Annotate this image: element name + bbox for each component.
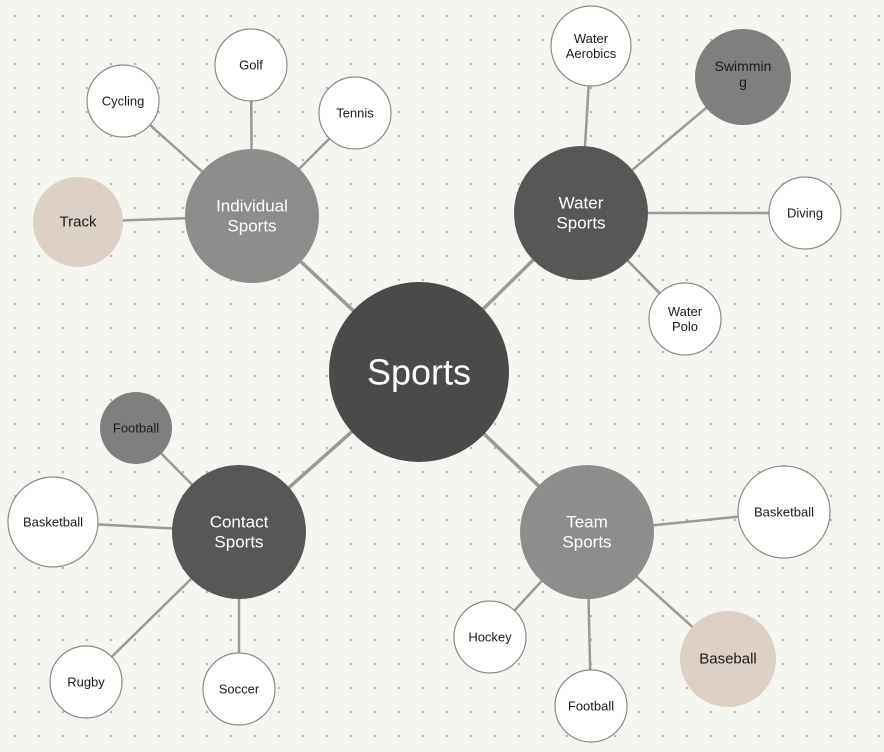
- leaf-node-contact-1-label: Football: [113, 421, 159, 436]
- leaf-node-team-3-label: Football: [568, 699, 614, 714]
- leaf-node-team-4-label: Baseball: [699, 651, 757, 668]
- category-node-individual-label: Individual: [216, 197, 288, 216]
- leaf-node-individual-4-label: Track: [60, 214, 97, 231]
- leaf-node-water-3-label: Diving: [787, 206, 823, 221]
- leaf-node-individual-2-label: Cycling: [102, 94, 145, 109]
- leaf-node-individual-1[interactable]: Golf: [214, 28, 288, 102]
- leaf-node-team-3-circle: [554, 669, 628, 743]
- category-node-contact-circle: [172, 465, 306, 599]
- leaf-node-water-3-circle: [768, 176, 842, 250]
- category-node-team-label: Team: [566, 513, 608, 532]
- leaf-node-contact-3[interactable]: Rugby: [49, 645, 123, 719]
- leaf-node-team-2-label: Hockey: [468, 630, 512, 645]
- leaf-node-individual-3-circle: [318, 76, 392, 150]
- leaf-node-water-1-circle: [550, 5, 632, 87]
- category-node-team-label: Sports: [562, 532, 611, 551]
- leaf-node-individual-2[interactable]: Cycling: [86, 64, 160, 138]
- leaf-node-team-1-label: Basketball: [754, 505, 814, 520]
- leaf-node-team-2-circle: [453, 600, 527, 674]
- leaf-node-contact-3-circle: [49, 645, 123, 719]
- leaf-node-contact-2[interactable]: Basketball: [7, 476, 99, 568]
- category-node-team-circle: [520, 465, 654, 599]
- leaf-node-team-4-circle: [680, 611, 776, 707]
- category-node-individual-circle: [185, 149, 319, 283]
- leaf-node-contact-4[interactable]: Soccer: [202, 652, 276, 726]
- leaf-node-individual-1-circle: [214, 28, 288, 102]
- category-node-contact-label: Contact: [210, 513, 269, 532]
- leaf-node-contact-3-label: Rugby: [67, 675, 105, 690]
- leaf-node-water-2-label: Swimmin: [715, 58, 772, 74]
- center-node-sports-label: Sports: [367, 352, 471, 393]
- category-node-contact-label: Sports: [214, 532, 263, 551]
- leaf-node-contact-2-label: Basketball: [23, 515, 83, 530]
- leaf-node-contact-4-label: Soccer: [219, 682, 260, 697]
- leaf-node-water-1-label: Aerobics: [566, 46, 617, 61]
- leaf-node-individual-2-circle: [86, 64, 160, 138]
- category-node-water-label: Sports: [556, 213, 605, 232]
- leaf-node-water-4-label: Water: [668, 304, 703, 319]
- leaf-node-contact-4-circle: [202, 652, 276, 726]
- leaf-node-individual-3[interactable]: Tennis: [318, 76, 392, 150]
- leaf-node-individual-4-circle: [33, 177, 123, 267]
- leaf-node-contact-1-circle: [100, 392, 172, 464]
- leaf-node-individual-3-label: Tennis: [336, 106, 374, 121]
- bubble-nodes: SportsIndividualSportsGolfCyclingTennisT…: [7, 5, 842, 743]
- leaf-node-team-1-circle: [737, 465, 831, 559]
- leaf-node-water-1-label: Water: [574, 31, 609, 46]
- category-node-water-circle: [514, 146, 648, 280]
- leaf-node-individual-1-label: Golf: [239, 58, 263, 73]
- leaf-node-water-4-circle: [648, 282, 722, 356]
- leaf-node-contact-1[interactable]: Football: [100, 392, 172, 464]
- category-node-water-label: Water: [559, 194, 604, 213]
- center-node-sports-circle: [329, 282, 509, 462]
- category-node-individual-label: Sports: [227, 216, 276, 235]
- leaf-node-water-2-label: g: [739, 74, 747, 90]
- leaf-node-team-2[interactable]: Hockey: [453, 600, 527, 674]
- leaf-node-contact-2-circle: [7, 476, 99, 568]
- leaf-node-team-4[interactable]: Baseball: [680, 611, 776, 707]
- leaf-node-team-1[interactable]: Basketball: [737, 465, 831, 559]
- leaf-node-water-3[interactable]: Diving: [768, 176, 842, 250]
- leaf-node-water-4-label: Polo: [672, 319, 698, 334]
- leaf-node-team-3[interactable]: Football: [554, 669, 628, 743]
- leaf-node-water-2-circle: [695, 29, 791, 125]
- center-node-sports[interactable]: Sports: [329, 282, 509, 462]
- leaf-node-individual-4[interactable]: Track: [33, 177, 123, 267]
